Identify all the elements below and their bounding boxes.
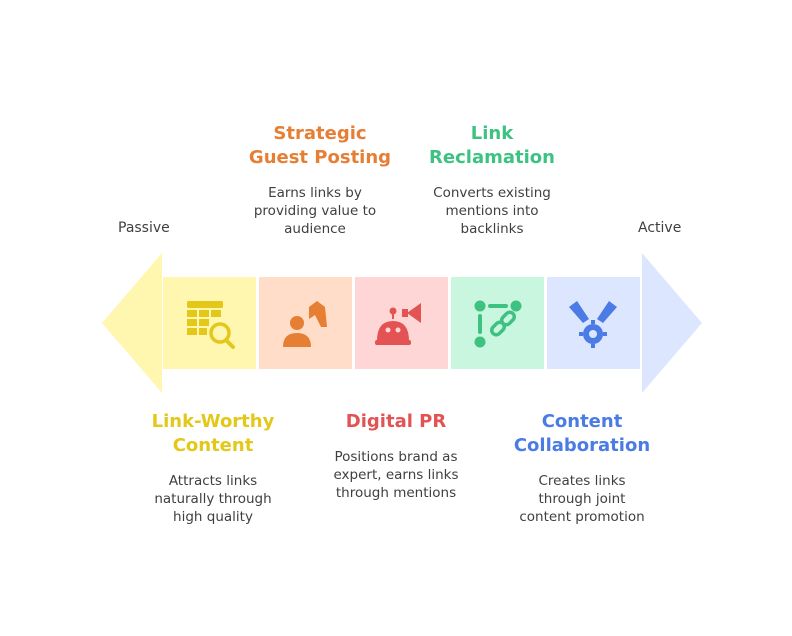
active-label: Active <box>638 220 682 236</box>
tile-link-worthy-content <box>163 277 256 369</box>
tile-content-collaboration <box>547 277 640 369</box>
person-presenting-icon <box>283 301 327 347</box>
tile-strategic-guest-posting <box>259 277 352 369</box>
tile-digital-pr <box>355 277 448 369</box>
nodes-link-icon <box>474 300 522 348</box>
robot-megaphone-icon <box>375 303 421 345</box>
passive-label: Passive <box>118 220 170 236</box>
right-arrow-head <box>642 253 702 393</box>
table-search-icon <box>187 301 235 349</box>
collaboration-gear-icon <box>569 301 617 348</box>
title-digital-pr: Digital PR <box>345 411 447 432</box>
tile-link-reclamation <box>451 277 544 369</box>
left-arrow-head <box>102 253 162 393</box>
